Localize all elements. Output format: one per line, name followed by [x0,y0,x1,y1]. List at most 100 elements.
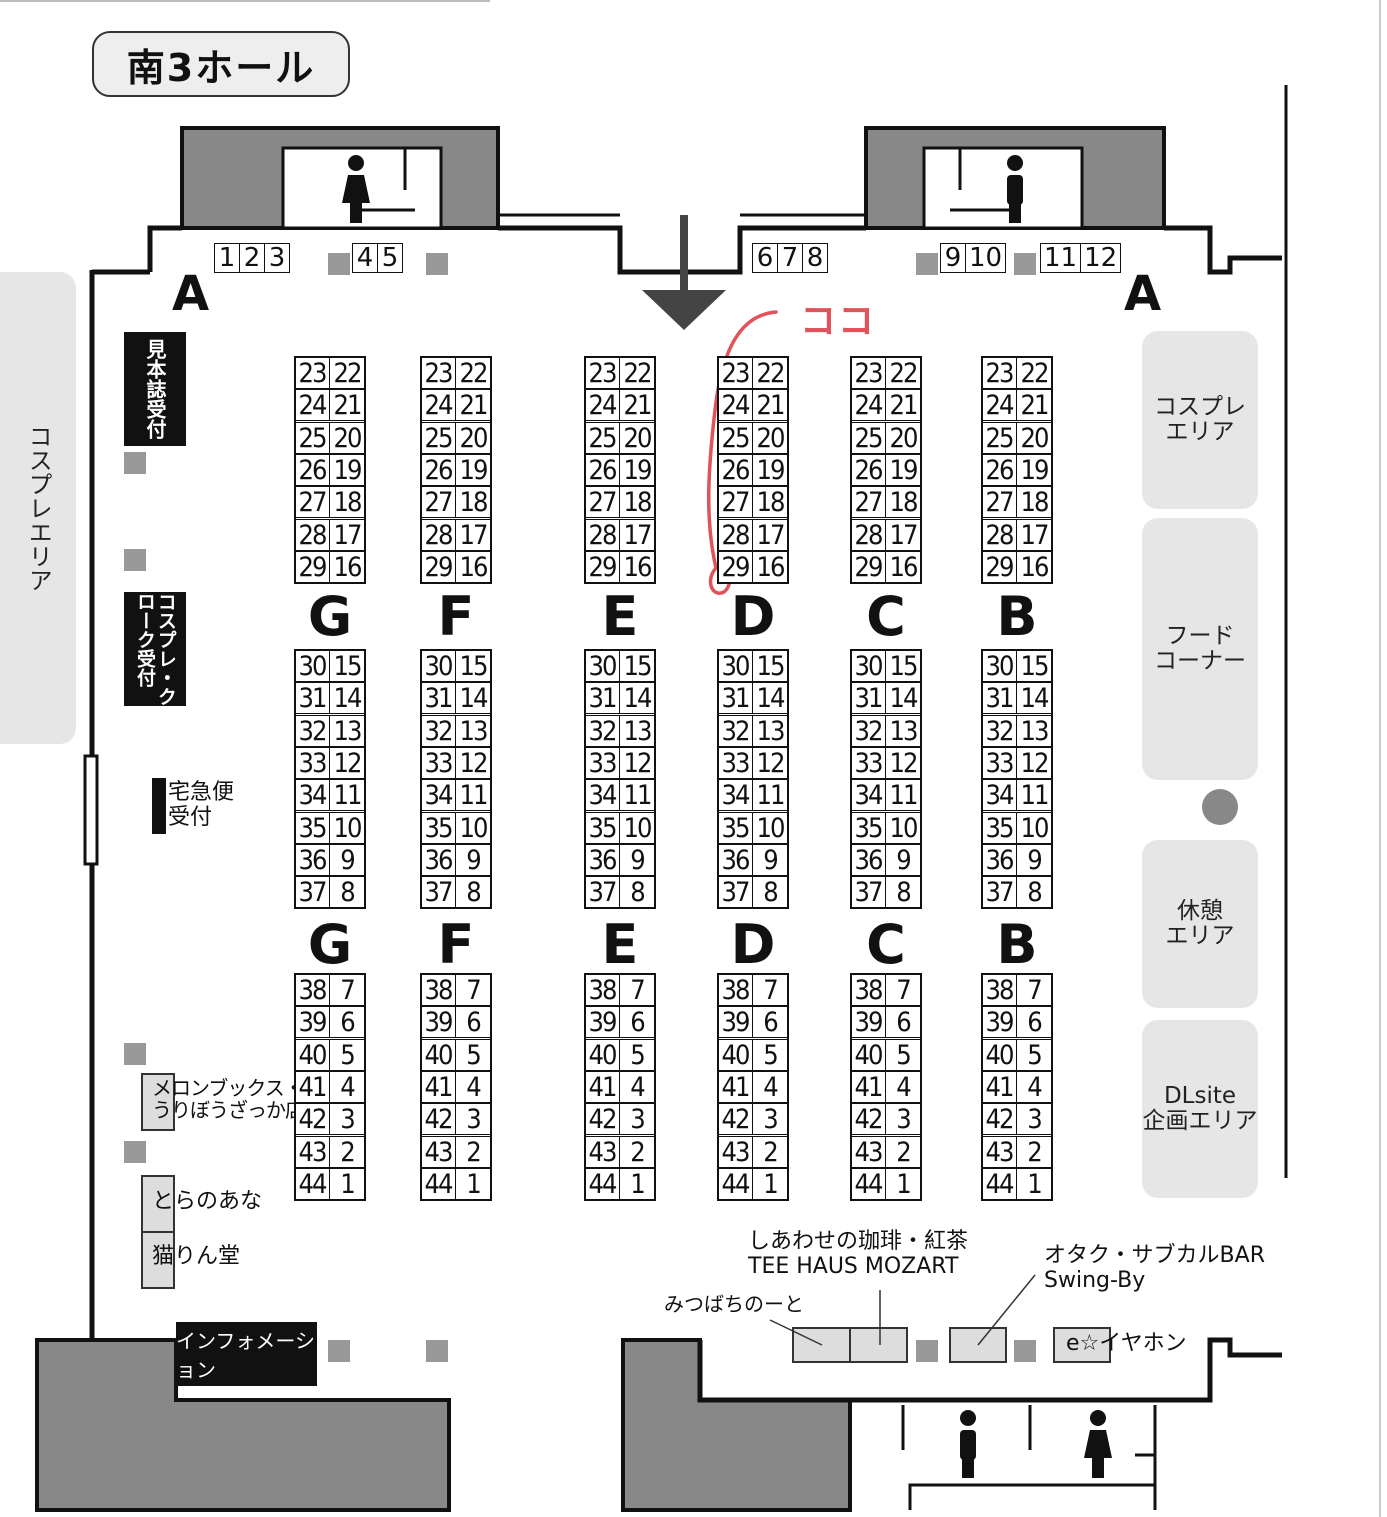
booth-F-2[interactable]: 2 [455,1136,491,1168]
booth-G-31[interactable]: 31 [294,682,330,714]
booth-C-12[interactable]: 12 [885,747,921,779]
booth-B-4[interactable]: 4 [1016,1071,1052,1103]
booth-D-26[interactable]: 26 [717,454,753,486]
booth-C-38[interactable]: 38 [850,974,886,1006]
booth-E-35[interactable]: 35 [584,812,620,844]
booth-E-25[interactable]: 25 [584,422,620,454]
booth-E-18[interactable]: 18 [619,486,655,518]
booth-F-32[interactable]: 32 [420,715,456,747]
booth-F-19[interactable]: 19 [455,454,491,486]
booth-B-28[interactable]: 28 [981,519,1017,551]
booth-G-11[interactable]: 11 [329,779,365,811]
booth-C-5[interactable]: 5 [885,1039,921,1071]
booth-D-8[interactable]: 8 [752,876,788,908]
booth-D-7[interactable]: 7 [752,974,788,1006]
booth-G-35[interactable]: 35 [294,812,330,844]
booth-F-6[interactable]: 6 [455,1006,491,1038]
booth-B-29[interactable]: 29 [981,551,1017,583]
booth-B-6[interactable]: 6 [1016,1006,1052,1038]
booth-D-36[interactable]: 36 [717,844,753,876]
booth-E-31[interactable]: 31 [584,682,620,714]
booth-B-14[interactable]: 14 [1016,682,1052,714]
booth-G-8[interactable]: 8 [329,876,365,908]
booth-C-39[interactable]: 39 [850,1006,886,1038]
booth-C-30[interactable]: 30 [850,650,886,682]
booth-E-28[interactable]: 28 [584,519,620,551]
booth-B-3[interactable]: 3 [1016,1103,1052,1135]
booth-C-8[interactable]: 8 [885,876,921,908]
booth-E-23[interactable]: 23 [584,357,620,389]
booth-F-14[interactable]: 14 [455,682,491,714]
booth-E-7[interactable]: 7 [619,974,655,1006]
booth-D-2[interactable]: 2 [752,1136,788,1168]
booth-F-29[interactable]: 29 [420,551,456,583]
booth-C-35[interactable]: 35 [850,812,886,844]
booth-E-41[interactable]: 41 [584,1071,620,1103]
booth-G-41[interactable]: 41 [294,1071,330,1103]
booth-G-23[interactable]: 23 [294,357,330,389]
booth-E-29[interactable]: 29 [584,551,620,583]
booth-B-26[interactable]: 26 [981,454,1017,486]
booth-F-27[interactable]: 27 [420,486,456,518]
booth-G-27[interactable]: 27 [294,486,330,518]
booth-C-32[interactable]: 32 [850,715,886,747]
booth-F-39[interactable]: 39 [420,1006,456,1038]
booth-B-31[interactable]: 31 [981,682,1017,714]
booth-D-25[interactable]: 25 [717,422,753,454]
booth-E-39[interactable]: 39 [584,1006,620,1038]
booth-B-7[interactable]: 7 [1016,974,1052,1006]
booth-G-30[interactable]: 30 [294,650,330,682]
booth-D-22[interactable]: 22 [752,357,788,389]
booth-D-15[interactable]: 15 [752,650,788,682]
booth-B-23[interactable]: 23 [981,357,1017,389]
booth-G-38[interactable]: 38 [294,974,330,1006]
booth-B-13[interactable]: 13 [1016,715,1052,747]
booth-G-24[interactable]: 24 [294,389,330,421]
booth-C-37[interactable]: 37 [850,876,886,908]
booth-E-6[interactable]: 6 [619,1006,655,1038]
booth-B-32[interactable]: 32 [981,715,1017,747]
booth-D-9[interactable]: 9 [752,844,788,876]
booth-D-38[interactable]: 38 [717,974,753,1006]
booth-D-4[interactable]: 4 [752,1071,788,1103]
booth-G-40[interactable]: 40 [294,1039,330,1071]
booth-F-21[interactable]: 21 [455,389,491,421]
booth-F-13[interactable]: 13 [455,715,491,747]
booth-G-32[interactable]: 32 [294,715,330,747]
booth-D-39[interactable]: 39 [717,1006,753,1038]
booth-G-34[interactable]: 34 [294,779,330,811]
booth-C-19[interactable]: 19 [885,454,921,486]
booth-D-43[interactable]: 43 [717,1136,753,1168]
booth-C-10[interactable]: 10 [885,812,921,844]
booth-C-33[interactable]: 33 [850,747,886,779]
booth-G-22[interactable]: 22 [329,357,365,389]
booth-D-13[interactable]: 13 [752,715,788,747]
booth-C-13[interactable]: 13 [885,715,921,747]
booth-C-28[interactable]: 28 [850,519,886,551]
booth-C-7[interactable]: 7 [885,974,921,1006]
booth-E-14[interactable]: 14 [619,682,655,714]
booth-F-16[interactable]: 16 [455,551,491,583]
booth-B-16[interactable]: 16 [1016,551,1052,583]
booth-C-16[interactable]: 16 [885,551,921,583]
booth-C-1[interactable]: 1 [885,1168,921,1200]
booth-F-37[interactable]: 37 [420,876,456,908]
booth-D-31[interactable]: 31 [717,682,753,714]
booth-G-44[interactable]: 44 [294,1168,330,1200]
booth-D-12[interactable]: 12 [752,747,788,779]
booth-F-40[interactable]: 40 [420,1039,456,1071]
booth-D-23[interactable]: 23 [717,357,753,389]
booth-G-26[interactable]: 26 [294,454,330,486]
booth-G-1[interactable]: 1 [329,1168,365,1200]
booth-C-9[interactable]: 9 [885,844,921,876]
booth-B-38[interactable]: 38 [981,974,1017,1006]
booth-C-26[interactable]: 26 [850,454,886,486]
booth-B-2[interactable]: 2 [1016,1136,1052,1168]
booth-F-17[interactable]: 17 [455,519,491,551]
booth-B-35[interactable]: 35 [981,812,1017,844]
booth-B-34[interactable]: 34 [981,779,1017,811]
booth-G-9[interactable]: 9 [329,844,365,876]
booth-F-28[interactable]: 28 [420,519,456,551]
booth-D-35[interactable]: 35 [717,812,753,844]
booth-D-42[interactable]: 42 [717,1103,753,1135]
